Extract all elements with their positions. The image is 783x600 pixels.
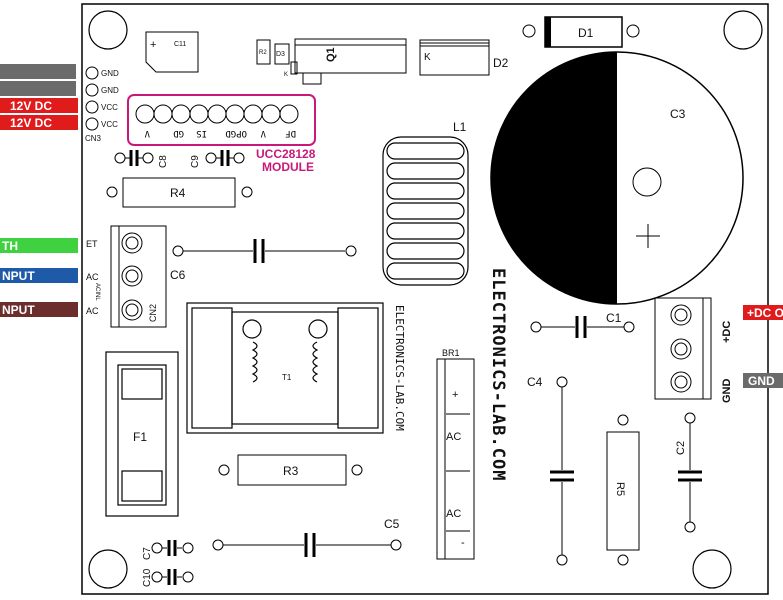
left-badge-1 [0, 64, 76, 79]
svg-text:CN3: CN3 [85, 134, 102, 143]
c4-label: C4 [527, 375, 543, 389]
c7-capacitor [151, 540, 194, 556]
c8-label: C8 [158, 155, 169, 168]
output-connector: +DC GND [654, 297, 733, 404]
svg-text:D2: D2 [493, 56, 509, 70]
svg-text:-: - [461, 537, 465, 549]
svg-text:12V DC: 12V DC [10, 116, 52, 130]
svg-text:D1: D1 [578, 26, 594, 40]
svg-text:AC: AC [446, 508, 461, 520]
left-badge-6: NPUT [0, 268, 78, 283]
svg-text:+: + [150, 39, 156, 51]
svg-text:VCC: VCC [101, 103, 118, 112]
svg-text:IS: IS [196, 128, 207, 138]
c8-capacitor [114, 150, 154, 166]
svg-text:V: V [260, 128, 266, 138]
cn2-connector: ET AC AC ACINL CN2 [86, 225, 167, 328]
svg-text:K: K [424, 52, 431, 63]
module-title: UCC28128 [256, 147, 316, 161]
r4-resistor [106, 177, 253, 208]
svg-text:TH: TH [2, 239, 18, 253]
c9-label: C9 [190, 155, 201, 168]
cn3-connector: GND GND VCC VCC CN3 [85, 66, 119, 143]
c2-label: C2 [675, 441, 687, 455]
q1-transistor: Q1 [290, 38, 407, 85]
svg-text:12V DC: 12V DC [10, 99, 52, 113]
svg-text:GND: GND [101, 69, 119, 78]
svg-text:C11: C11 [174, 41, 186, 48]
f1-label: F1 [133, 430, 147, 444]
svg-text:AC: AC [446, 431, 461, 443]
c6-label: C6 [170, 268, 186, 282]
c5-label: C5 [384, 517, 400, 531]
watermark-big: ELECTRONICS-LAB.COM [488, 268, 508, 481]
svg-text:NPUT: NPUT [2, 303, 35, 317]
l1-inductor [382, 136, 469, 286]
r4-label: R4 [170, 186, 186, 200]
svg-text:D3: D3 [276, 51, 285, 58]
t1-transformer [186, 302, 384, 434]
svg-text:+DC: +DC [721, 321, 733, 343]
q1-k-label: K [284, 72, 288, 78]
module-subtitle: MODULE [262, 160, 314, 174]
c6-capacitor [172, 239, 357, 263]
t1-label: T1 [282, 373, 292, 382]
l1-label: L1 [453, 120, 467, 134]
svg-text:R2: R2 [259, 50, 267, 56]
svg-text:+DC O: +DC O [747, 306, 783, 320]
svg-text:GND: GND [748, 374, 775, 388]
d2-diode: K D2 [419, 39, 509, 76]
svg-text:ET: ET [86, 239, 98, 249]
d3-diode: D3 [274, 43, 290, 65]
board-outline [81, 3, 769, 595]
svg-text:NPUT: NPUT [2, 269, 35, 283]
svg-text:V: V [144, 128, 150, 138]
svg-text:Q1: Q1 [325, 47, 337, 62]
svg-text:ACINL: ACINL [94, 283, 100, 301]
svg-text:OPGD: OPGD [225, 128, 247, 138]
watermark-small: ELECTRONICS-LAB.COM [393, 305, 406, 431]
r3-resistor [218, 454, 363, 486]
left-badge-5: TH [0, 238, 78, 253]
c3-capacitor: C3 [490, 51, 744, 305]
svg-text:+: + [452, 389, 458, 401]
left-badge-2 [0, 81, 76, 96]
svg-text:DF: DF [285, 128, 296, 138]
svg-text:GND: GND [101, 86, 119, 95]
c2-capacitor [678, 412, 702, 533]
c9-capacitor [205, 150, 245, 166]
svg-text:CN2: CN2 [148, 304, 158, 322]
c10-capacitor [151, 569, 194, 585]
right-badge-1: +DC O [743, 305, 783, 320]
f1-fuse [105, 351, 179, 517]
left-badge-4: 12V DC [0, 115, 78, 130]
svg-text:GD: GD [173, 128, 184, 138]
svg-text:GND: GND [721, 379, 733, 404]
r3-label: R3 [283, 464, 299, 478]
mounting-holes [88, 10, 763, 589]
svg-text:C3: C3 [670, 107, 686, 121]
c1-label: C1 [606, 311, 622, 325]
left-badge-7: NPUT [0, 302, 78, 317]
svg-text:VCC: VCC [101, 120, 118, 129]
r2-resistor: R2 [256, 39, 271, 65]
ucc28128-module: DF V OPGD IS GD V UCC28128 MODULE [127, 94, 316, 174]
c5-capacitor [212, 533, 402, 557]
right-badge-2: GND [743, 373, 783, 388]
c7-label: C7 [142, 547, 153, 560]
left-badge-3: 12V DC [0, 98, 78, 113]
svg-text:AC: AC [86, 272, 99, 282]
svg-text:BR1: BR1 [442, 348, 460, 358]
svg-text:AC: AC [86, 306, 99, 316]
c4-capacitor [550, 376, 574, 566]
d1-diode: D1 [522, 16, 640, 48]
r5-label: R5 [614, 482, 626, 496]
c10-label: C10 [142, 568, 153, 587]
br1-bridge-rectifier: BR1 + AC AC - [436, 348, 475, 560]
c11-capacitor: + C11 [145, 31, 199, 73]
r5-resistor [606, 414, 640, 566]
c1-capacitor [530, 316, 635, 338]
